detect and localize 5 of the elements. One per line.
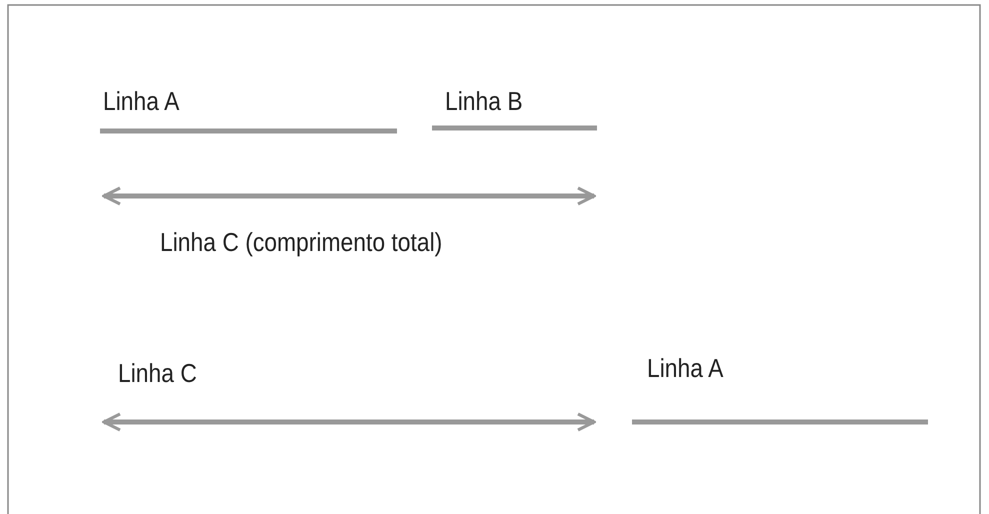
line-label: Linha C — [118, 358, 197, 388]
line-label: Linha A — [647, 353, 724, 383]
line-label: Linha A — [103, 86, 180, 116]
line-label: Linha C (comprimento total) — [160, 227, 442, 257]
line-label: Linha B — [445, 86, 523, 116]
